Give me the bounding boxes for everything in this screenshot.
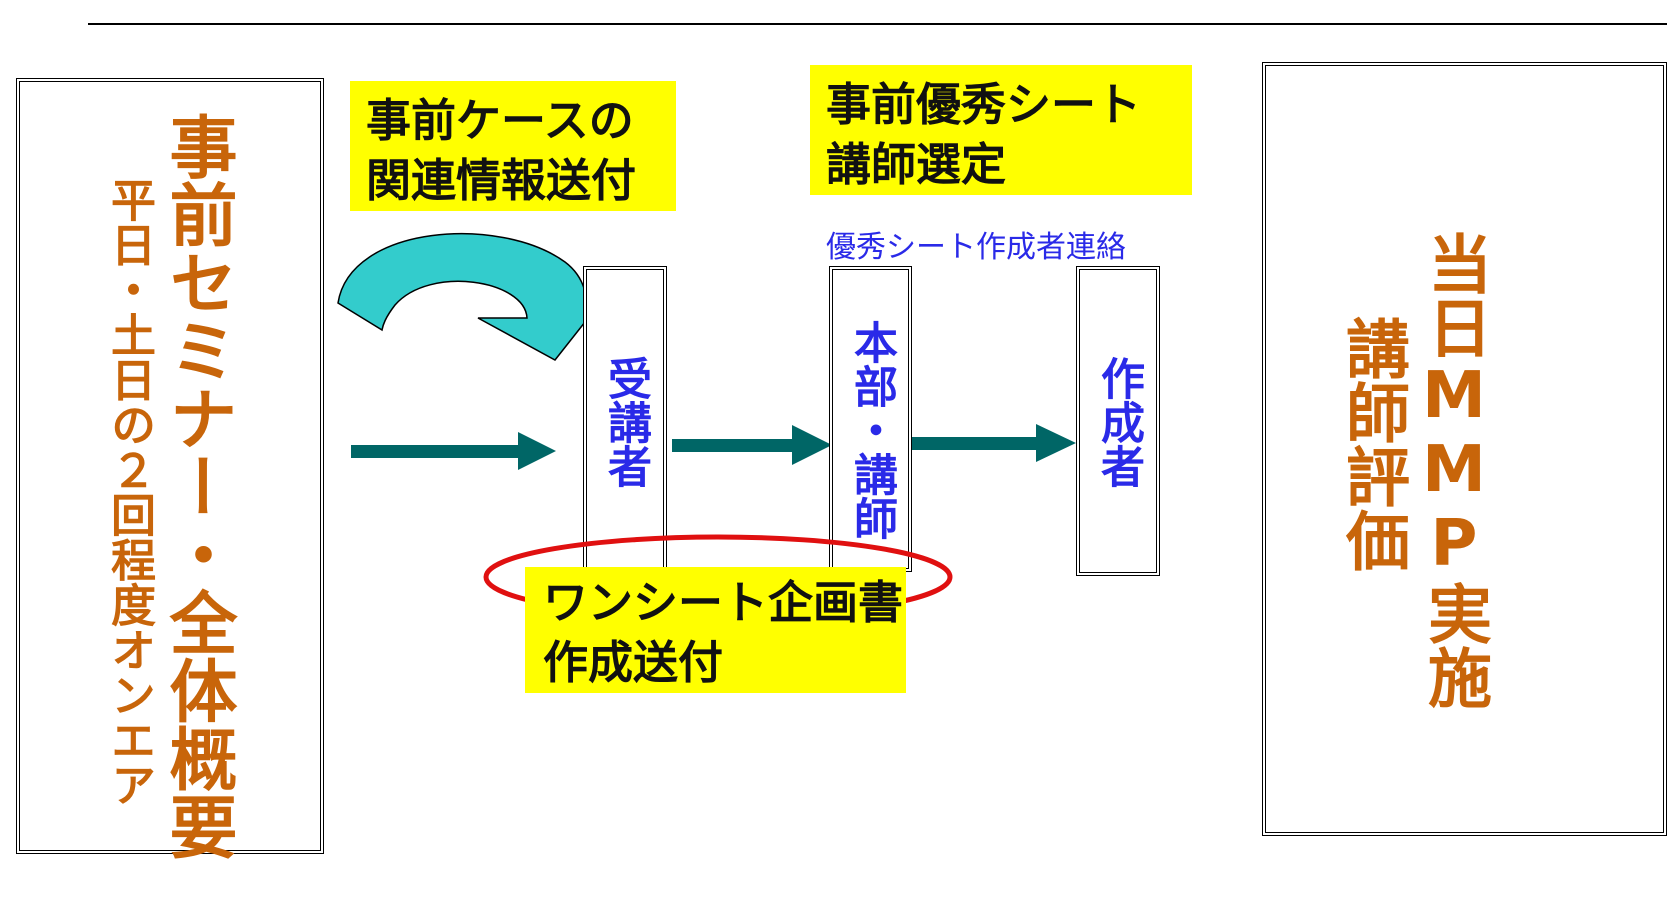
author-label: 作成者 bbox=[1093, 356, 1144, 488]
one-sheet-callout: ワンシート企画書 作成送付 bbox=[525, 567, 906, 693]
pre-seminar-box: 事前セミナー・全体概要 平日・土日の２回程度オンエア bbox=[16, 78, 324, 860]
attendee-node: 受講者 bbox=[583, 266, 667, 572]
excellent-sheet-callout: 事前優秀シート 講師選定 bbox=[810, 65, 1192, 195]
hq-instructor-node: 本部・講師 bbox=[829, 266, 912, 572]
contact-note: 優秀シート作成者連絡 bbox=[826, 230, 1126, 265]
top-rule bbox=[88, 23, 1667, 25]
attendee-label: 受講者 bbox=[600, 356, 651, 488]
arrow-to-hq bbox=[672, 425, 832, 465]
arrow-to-attendee bbox=[351, 432, 556, 470]
prior-case-callout-text: 事前ケースの 関連情報送付 bbox=[366, 94, 637, 207]
pre-seminar-title: 事前セミナー・全体概要 bbox=[157, 112, 236, 860]
mmp-day-box: 当日MMP実施 講師評価 bbox=[1262, 62, 1667, 836]
prior-case-callout: 事前ケースの 関連情報送付 bbox=[350, 81, 676, 211]
author-node: 作成者 bbox=[1076, 266, 1160, 576]
curved-arrow-icon bbox=[337, 232, 588, 361]
excellent-sheet-callout-text: 事前優秀シート 講師選定 bbox=[826, 78, 1142, 191]
arrow-to-author bbox=[911, 424, 1076, 462]
mmp-day-subtitle: 講師評価 bbox=[1335, 316, 1409, 572]
one-sheet-callout-text: ワンシート企画書 作成送付 bbox=[543, 576, 904, 689]
pre-seminar-subtitle: 平日・土日の２回程度オンエア bbox=[103, 177, 156, 807]
hq-instructor-label: 本部・講師 bbox=[846, 320, 897, 540]
mmp-day-title: 当日MMP実施 bbox=[1417, 231, 1491, 709]
